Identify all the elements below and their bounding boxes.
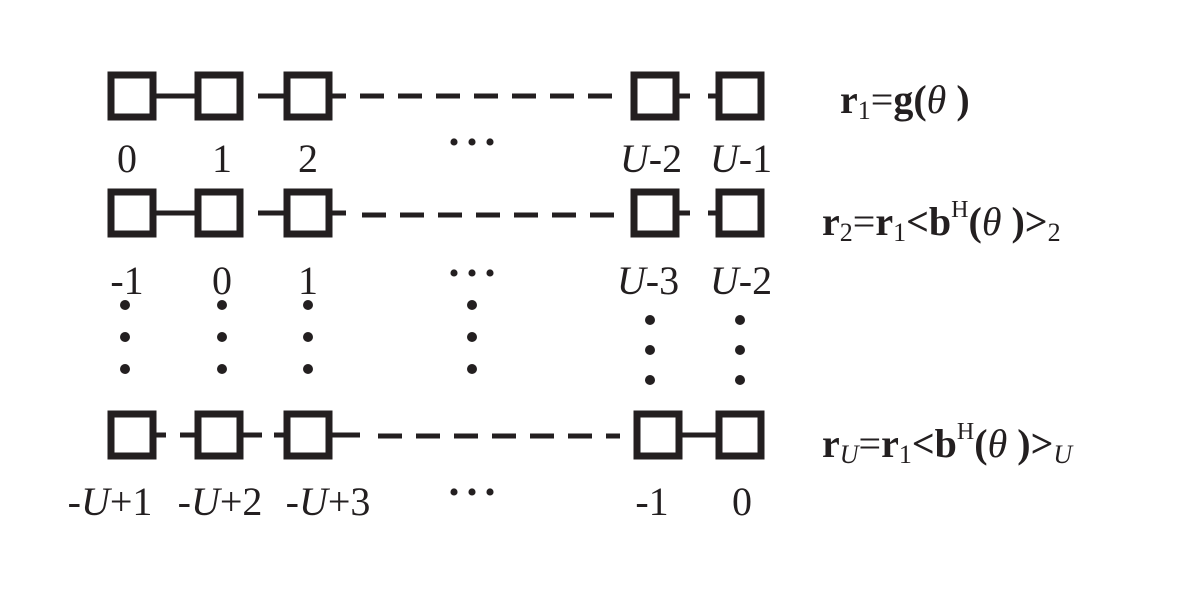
element-index-label: -U+1 [67,479,153,524]
element-index-label: U-2 [619,136,683,181]
vertical-ellipsis-dot [120,364,130,374]
vertical-ellipsis-dot [217,332,227,342]
vertical-ellipsis-dot [217,364,227,374]
horizontal-ellipsis: • • • [448,476,496,509]
equation-row-u: rU=r1<bH(θ )>U [822,419,1073,469]
array-element [630,188,680,238]
vertical-ellipsis-dot [467,300,477,310]
element-index-label: 0 [732,479,752,524]
vertical-ellipsis-dot [303,364,313,374]
array-element [107,71,157,121]
horizontal-ellipsis: • • • [448,257,496,290]
equation-row-1: r1=g(θ ) [840,77,970,125]
vertical-ellipsis-dot [645,315,655,325]
array-element [107,188,157,238]
horizontal-ellipsis: • • • [448,126,496,159]
element-index-label: 1 [212,136,232,181]
array-element [194,71,244,121]
array-element [630,71,680,121]
vertical-ellipsis-dot [303,300,313,310]
vertical-ellipsis-dot [467,364,477,374]
vertical-ellipsis-dot [645,375,655,385]
element-index-label: 0 [212,258,232,303]
array-element [194,188,244,238]
array-element [283,410,333,460]
vertical-ellipsis-dot [467,332,477,342]
element-index-label: -U+3 [285,479,371,524]
array-element [283,71,333,121]
array-element [633,410,683,460]
element-index-label: 0 [117,136,137,181]
element-index-label: U-1 [709,136,773,181]
array-element [107,410,157,460]
vertical-ellipsis-dot [217,300,227,310]
array-element [715,410,765,460]
element-index-label: 1 [298,258,318,303]
element-index-label: U-3 [616,258,680,303]
element-index-label: -1 [635,479,669,524]
vertical-ellipsis-dot [735,345,745,355]
vertical-ellipsis-dot [645,345,655,355]
vertical-ellipsis-dot [735,315,745,325]
array-element [715,71,765,121]
vertical-ellipsis-dot [120,300,130,310]
array-element [194,410,244,460]
element-index-label: U-2 [709,258,773,303]
element-index-label: -1 [110,258,144,303]
element-index-label: -U+2 [177,479,263,524]
array-element [283,188,333,238]
equation-row-2: r2=r1<bH(θ )>2 [822,197,1061,247]
array-element [715,188,765,238]
vertical-ellipsis-dot [303,332,313,342]
element-index-label: 2 [298,136,318,181]
vertical-ellipsis-dot [735,375,745,385]
vertical-ellipsis-dot [120,332,130,342]
